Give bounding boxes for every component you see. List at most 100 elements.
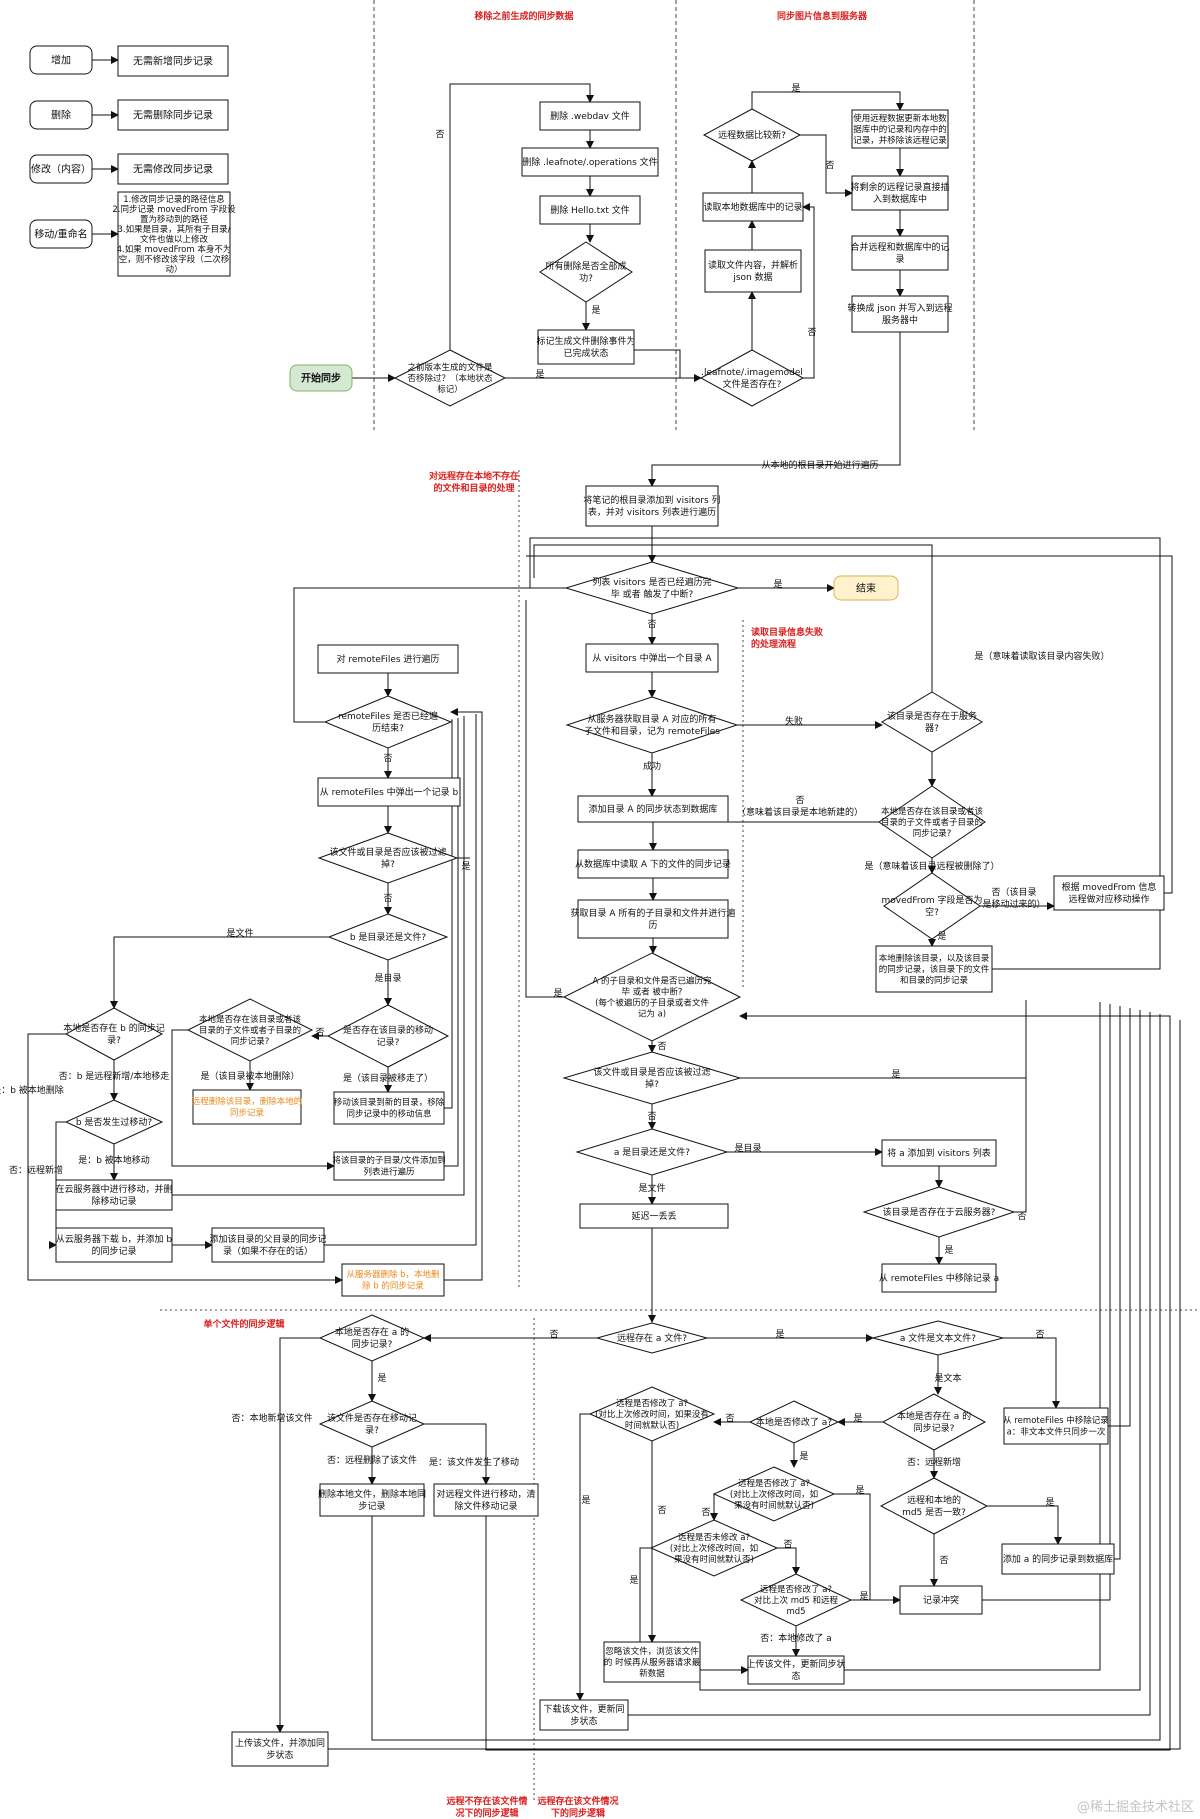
node-label: 忽略该文件，浏览该文件的 时候再从服务器请求最新数据 (604, 1646, 701, 1679)
legend-op (29, 45, 93, 75)
node-label: 所有删除是否全部成功? (545, 260, 626, 284)
connector-line (802, 203, 815, 379)
edge-label: 是 (773, 579, 782, 590)
node-label: 读取本地数据库中的记录 (703, 201, 802, 213)
connector-line (324, 714, 477, 1246)
process-box (1003, 1407, 1109, 1445)
process-box (211, 1227, 325, 1263)
process-box (317, 777, 461, 807)
connector-line (371, 1014, 1161, 1741)
connector-line (424, 1423, 490, 1485)
section-title: 远程不存在该文件情况下的同步逻辑 (446, 1795, 527, 1819)
decision-diamond (318, 1314, 426, 1362)
edge-label: 是：b 被本地移动 (78, 1154, 150, 1166)
process-box (851, 235, 949, 271)
decision-diamond (712, 1466, 836, 1522)
connector-line (987, 1505, 1062, 1545)
edge-label: 否 (1017, 1211, 1026, 1222)
node-label: b 是目录还是文件? (350, 931, 427, 943)
process-box (585, 485, 719, 527)
connector-line (1114, 1006, 1121, 1560)
edge-label: 否：本地新增该文件 (231, 1412, 312, 1424)
connector-line (110, 936, 329, 1009)
node-label: 本地是否修改了 a? (756, 1416, 832, 1428)
process-box (1001, 1543, 1115, 1575)
node-label: 该目录是否存在于服务器? (887, 710, 977, 734)
node-label: 该文件或目录是否应该被过滤掉? (593, 1066, 710, 1090)
edge-label: 是（意味着该目录远程被删除了） (864, 860, 999, 872)
edge-label: 否：b 是远程新增/本地移走 (59, 1070, 170, 1082)
node-label: 本地是否存在 a 的同步记录? (335, 1326, 409, 1350)
node-label: a 是目录还是文件? (614, 1146, 690, 1158)
edge-label: 是 (581, 1495, 590, 1506)
connector-line (444, 718, 459, 1167)
process-box (1053, 875, 1165, 911)
node-label: 将该目录的子目录/文件添加到列表进行遍历 (332, 1155, 445, 1178)
edge-label: 否：远程删除了该文件 (327, 1454, 417, 1466)
decision-diamond (879, 1477, 989, 1535)
connector-line (982, 1004, 1111, 1601)
node-label: 添加目录 A 的同步状态到数据库 (589, 803, 718, 815)
node-label: 添加该目录的父目录的同步记录（如果不存在的话） (209, 1233, 326, 1257)
connector-line (328, 1020, 1181, 1750)
decision-diamond (64, 1099, 164, 1145)
node-label: 该目录是否存在于云服务器? (883, 1206, 996, 1218)
connector-line (485, 1012, 1171, 1751)
process-box (333, 1091, 445, 1125)
decision-diamond (588, 1386, 716, 1442)
edge-label: 否 (383, 753, 392, 764)
process-box (539, 101, 641, 131)
decision-diamond (862, 1186, 1016, 1238)
section-title: 移除之前生成的同步数据 (474, 10, 573, 22)
edge-label: 否（意味着该目录是本地新建的） (737, 795, 863, 818)
legend-op (29, 100, 93, 130)
connector-line (634, 349, 681, 378)
end-node (833, 575, 899, 601)
text-layer: 移除之前生成的同步数据同步图片信息到服务器对远程存在本地不存在的文件和目录的处理… (0, 10, 1156, 1819)
node-label: 延迟一丢丢 (631, 1210, 676, 1222)
connector-line (844, 1002, 1101, 1671)
node-label: 远程存在 a 文件? (617, 1332, 687, 1344)
edge-label: 是（该目录被本地删除） (200, 1070, 299, 1082)
node-label: 远程是否修改了 a?(对比上次修改时间，如果没有时间就默认否) (595, 1398, 709, 1431)
node-label: 本地删除该目录，以及该目录的同步记录，该目录下的文件和目录的同步记录 (879, 953, 990, 986)
node-label: movedFrom 字段是否为空? (881, 894, 982, 918)
node-label: 对远程文件进行移动，清除文件移动记录 (436, 1488, 535, 1512)
node-label: 删除本地文件，删除本地同步记录 (318, 1488, 426, 1512)
node-label: 删除 Hello.txt 文件 (550, 204, 630, 216)
edge-label: 失败 (785, 715, 803, 727)
node-label: A 的子目录和文件是否已遍历完毕 或者 被中断?(每个被遍历的子目录或者文件记为… (592, 975, 712, 1019)
legend-result (117, 99, 229, 131)
edge-label: 否 (647, 1111, 656, 1122)
edge-label: 否：本地修改了 a (760, 1632, 831, 1644)
connector-line (525, 600, 564, 998)
decision-diamond (748, 1400, 840, 1444)
connector-line (529, 537, 1161, 970)
decision-diamond (878, 785, 986, 859)
edge-label: 否 (939, 1555, 948, 1566)
legend-result: 无需删除同步记录 (133, 109, 213, 122)
edge-label: 是 (775, 1329, 784, 1340)
node-label: a 文件是文本文件? (900, 1332, 976, 1344)
decision-diamond (64, 1007, 164, 1061)
edge-label: 否 (1035, 1329, 1044, 1340)
connector-line (276, 1337, 320, 1733)
process-box (319, 1483, 425, 1517)
legend-result (117, 153, 229, 185)
connector-line (444, 719, 453, 1109)
node-label: 远程是否修改了 a?(对比上次修改时间，如果没有时间就默认否) (730, 1478, 818, 1511)
end-node: 结束 (856, 582, 876, 595)
process-box (577, 849, 729, 879)
decision-diamond (564, 561, 740, 615)
decision-diamond (317, 832, 459, 884)
decision-diamond (881, 1393, 987, 1451)
legend-result (117, 45, 229, 77)
process-box (317, 644, 459, 674)
node-label: 本地是否存在该目录或者该目录的子文件或者子目录的同步记录? (199, 1014, 302, 1047)
process-box (341, 1263, 445, 1297)
legend-result (117, 191, 231, 277)
start-node: 开始同步 (301, 372, 341, 385)
